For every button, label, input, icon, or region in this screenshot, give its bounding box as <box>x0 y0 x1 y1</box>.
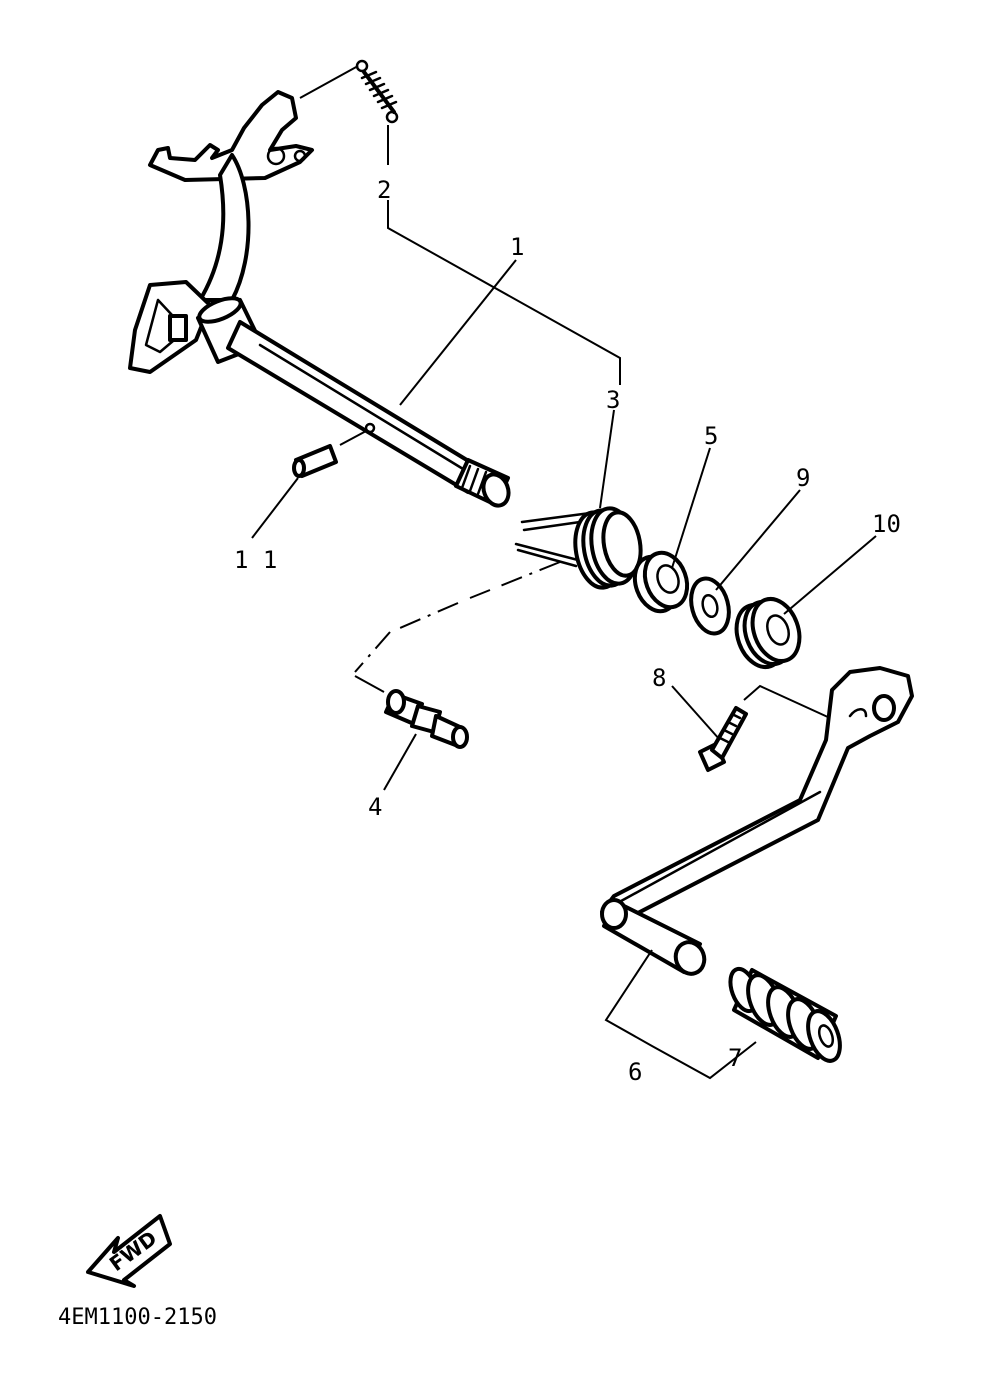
label-part-4: 4 <box>368 793 382 821</box>
dowel-pin-part <box>292 444 338 478</box>
shift-shaft-part <box>128 90 511 508</box>
seal-part <box>734 597 802 669</box>
label-part-11: 1 1 <box>234 546 277 574</box>
torsion-spring-part <box>514 506 643 590</box>
part-number-labels: 1 2 3 4 5 6 7 8 9 10 1 1 <box>234 176 901 1086</box>
pedal-rubber-part <box>728 966 842 1063</box>
washer-part <box>689 576 731 636</box>
label-part-6: 6 <box>628 1058 642 1086</box>
tension-spring-part <box>355 59 399 124</box>
label-part-5: 5 <box>704 422 718 450</box>
label-part-1: 1 <box>510 233 524 261</box>
label-part-10: 10 <box>872 510 901 538</box>
label-part-2: 2 <box>377 176 391 204</box>
label-part-7: 7 <box>728 1044 742 1072</box>
stopper-pin-part <box>384 689 469 749</box>
label-part-9: 9 <box>796 464 810 492</box>
oil-seal-part <box>632 550 690 614</box>
shift-pedal-part <box>600 666 914 976</box>
forward-arrow-icon: FWD <box>86 1214 172 1288</box>
label-part-3: 3 <box>606 386 620 414</box>
drawing-code: 4EM1100-2150 <box>58 1305 217 1330</box>
leader-lines <box>251 65 877 1080</box>
label-part-8: 8 <box>652 664 666 692</box>
bolt-part <box>698 706 748 772</box>
